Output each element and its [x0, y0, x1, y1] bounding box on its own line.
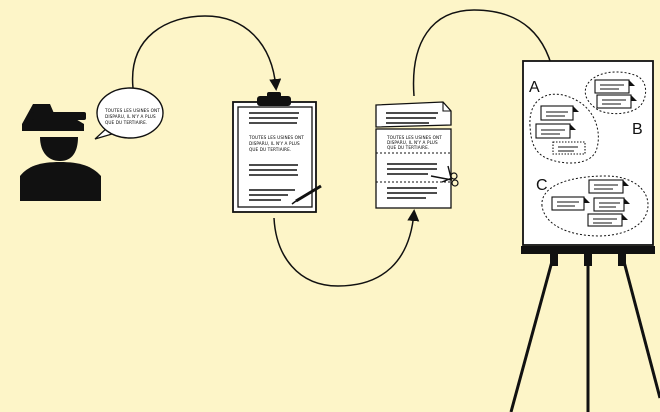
paper-text-line-1: TOUTES LES USINES ONT: [386, 135, 442, 140]
speech-bubble: TOUTES LES USINES ONT DISPARU, IL N'Y A …: [94, 87, 164, 140]
cluster-a-label: A: [529, 79, 540, 96]
scissors-icon: [430, 165, 459, 187]
clipboard-text-line-3: QUE DU TERTIAIRE.: [249, 147, 291, 152]
clipboard-text-line-1: TOUTES LES USINES ONT: [248, 135, 304, 140]
pen-icon: [291, 184, 322, 205]
clipboard-text-line-2: DISPARU, IL N'Y A PLUS: [249, 141, 300, 146]
paper-sheets-icon: TOUTES LES USINES ONT DISPARU, IL N'Y A …: [375, 101, 452, 209]
clipboard-icon: TOUTES LES USINES ONT DISPARU, IL N'Y A …: [232, 92, 317, 213]
arrow-to-paper-sheets: [273, 209, 420, 287]
arrow-to-clipboard: [131, 15, 282, 91]
speech-bubble-text-line-1: TOUTES LES USINES ONT: [104, 108, 160, 113]
cluster-c-label: C: [536, 177, 548, 194]
cluster-b: B: [584, 71, 647, 138]
paper-text-line-2: DISPARU, IL N'Y A PLUS: [387, 140, 438, 145]
flipchart-icon: [509, 60, 660, 412]
cluster-c: C: [536, 175, 649, 237]
speech-bubble-text-line-3: QUE DU TERTIAIRE.: [105, 120, 147, 125]
speech-bubble-text-line-2: DISPARU, IL N'Y A PLUS: [105, 114, 156, 119]
cluster-b-label: B: [632, 121, 643, 138]
cluster-a: A: [529, 79, 599, 164]
paper-text-line-3: QUE DU TERTIAIRE.: [387, 145, 429, 150]
person-icon: [20, 104, 101, 201]
arrow-to-flipchart: [412, 9, 560, 97]
